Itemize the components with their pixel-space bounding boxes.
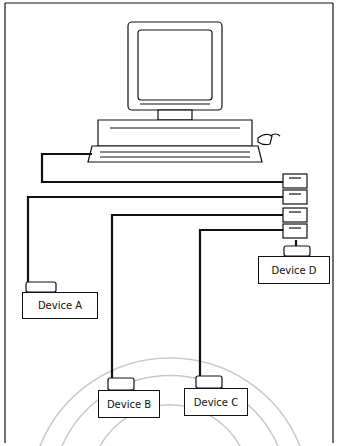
cables [28, 154, 296, 380]
device-box: Device B [98, 390, 160, 418]
computer [88, 22, 280, 162]
connector-strip [283, 174, 307, 238]
device-label: Device B [107, 399, 151, 410]
device-box: Device C [184, 388, 248, 416]
device-box: Device A [22, 292, 98, 319]
frame [5, 3, 333, 443]
device-label: Device C [194, 397, 238, 408]
device-label: Device A [38, 300, 82, 311]
device-label: Device D [271, 265, 316, 276]
watermark-seal [40, 358, 300, 446]
device-box: Device D [258, 256, 330, 284]
